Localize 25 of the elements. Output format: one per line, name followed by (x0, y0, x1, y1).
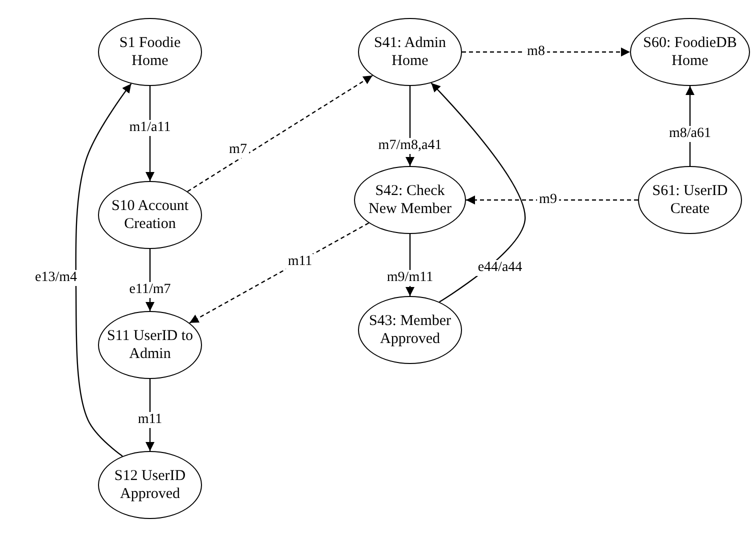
edge-label: e11/m7 (127, 282, 173, 298)
state-label: S43: Member Approved (368, 312, 452, 348)
state-label: S12 UserID Approved (113, 467, 187, 503)
state-label: S1 Foodie Home (118, 34, 182, 70)
dashed-arrow (189, 222, 370, 324)
edge-label: e44/a44 (476, 260, 524, 276)
edge-label: e13/m4 (33, 270, 79, 286)
edge-label: m11 (286, 254, 314, 270)
edge-label: m8/a61 (667, 126, 713, 142)
edge-label: m7 (227, 142, 249, 158)
dashed-arrow (462, 48, 630, 56)
dashed-arrow (187, 75, 373, 192)
state-label: S42: Check New Member (368, 182, 452, 218)
edge-label: m9/m11 (384, 270, 436, 286)
state-label: S10 Account Creation (110, 197, 190, 233)
state-label: S60: FoodieDB Home (642, 34, 738, 70)
edge-label: m1/a11 (127, 120, 173, 136)
state-label: S41: Admin Home (372, 34, 448, 70)
edge-label: m11 (136, 412, 164, 428)
arrow (430, 82, 526, 302)
arrow (75, 83, 132, 457)
state-label: S11 UserID to Admin (106, 327, 194, 363)
edge-label: m7/m8,a41 (376, 138, 444, 154)
dashed-arrow (466, 196, 638, 204)
state-label: S61: UserID Create (651, 182, 729, 218)
